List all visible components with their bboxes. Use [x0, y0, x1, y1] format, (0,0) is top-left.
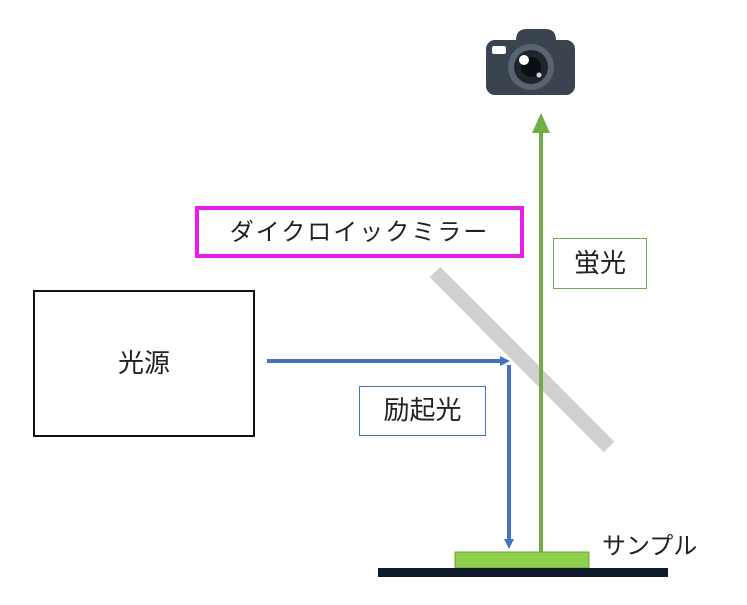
light-source-label: 光源 [117, 348, 170, 379]
fluorescence-label-box: 蛍光 [553, 238, 647, 289]
camera-icon [486, 29, 575, 95]
excitation-label: 励起光 [383, 396, 462, 426]
fluorescence-label: 蛍光 [573, 248, 626, 279]
sample-stage [378, 568, 668, 577]
sample-label: サンプル [602, 532, 698, 560]
light-source-box: 光源 [33, 290, 255, 437]
dichroic-mirror-label: ダイクロイックミラー [229, 218, 490, 246]
dichroic-mirror-label-box: ダイクロイックミラー [195, 206, 524, 258]
excitation-label-box: 励起光 [359, 386, 486, 436]
sample-pad [454, 551, 590, 569]
dichroic-mirror [429, 266, 615, 453]
